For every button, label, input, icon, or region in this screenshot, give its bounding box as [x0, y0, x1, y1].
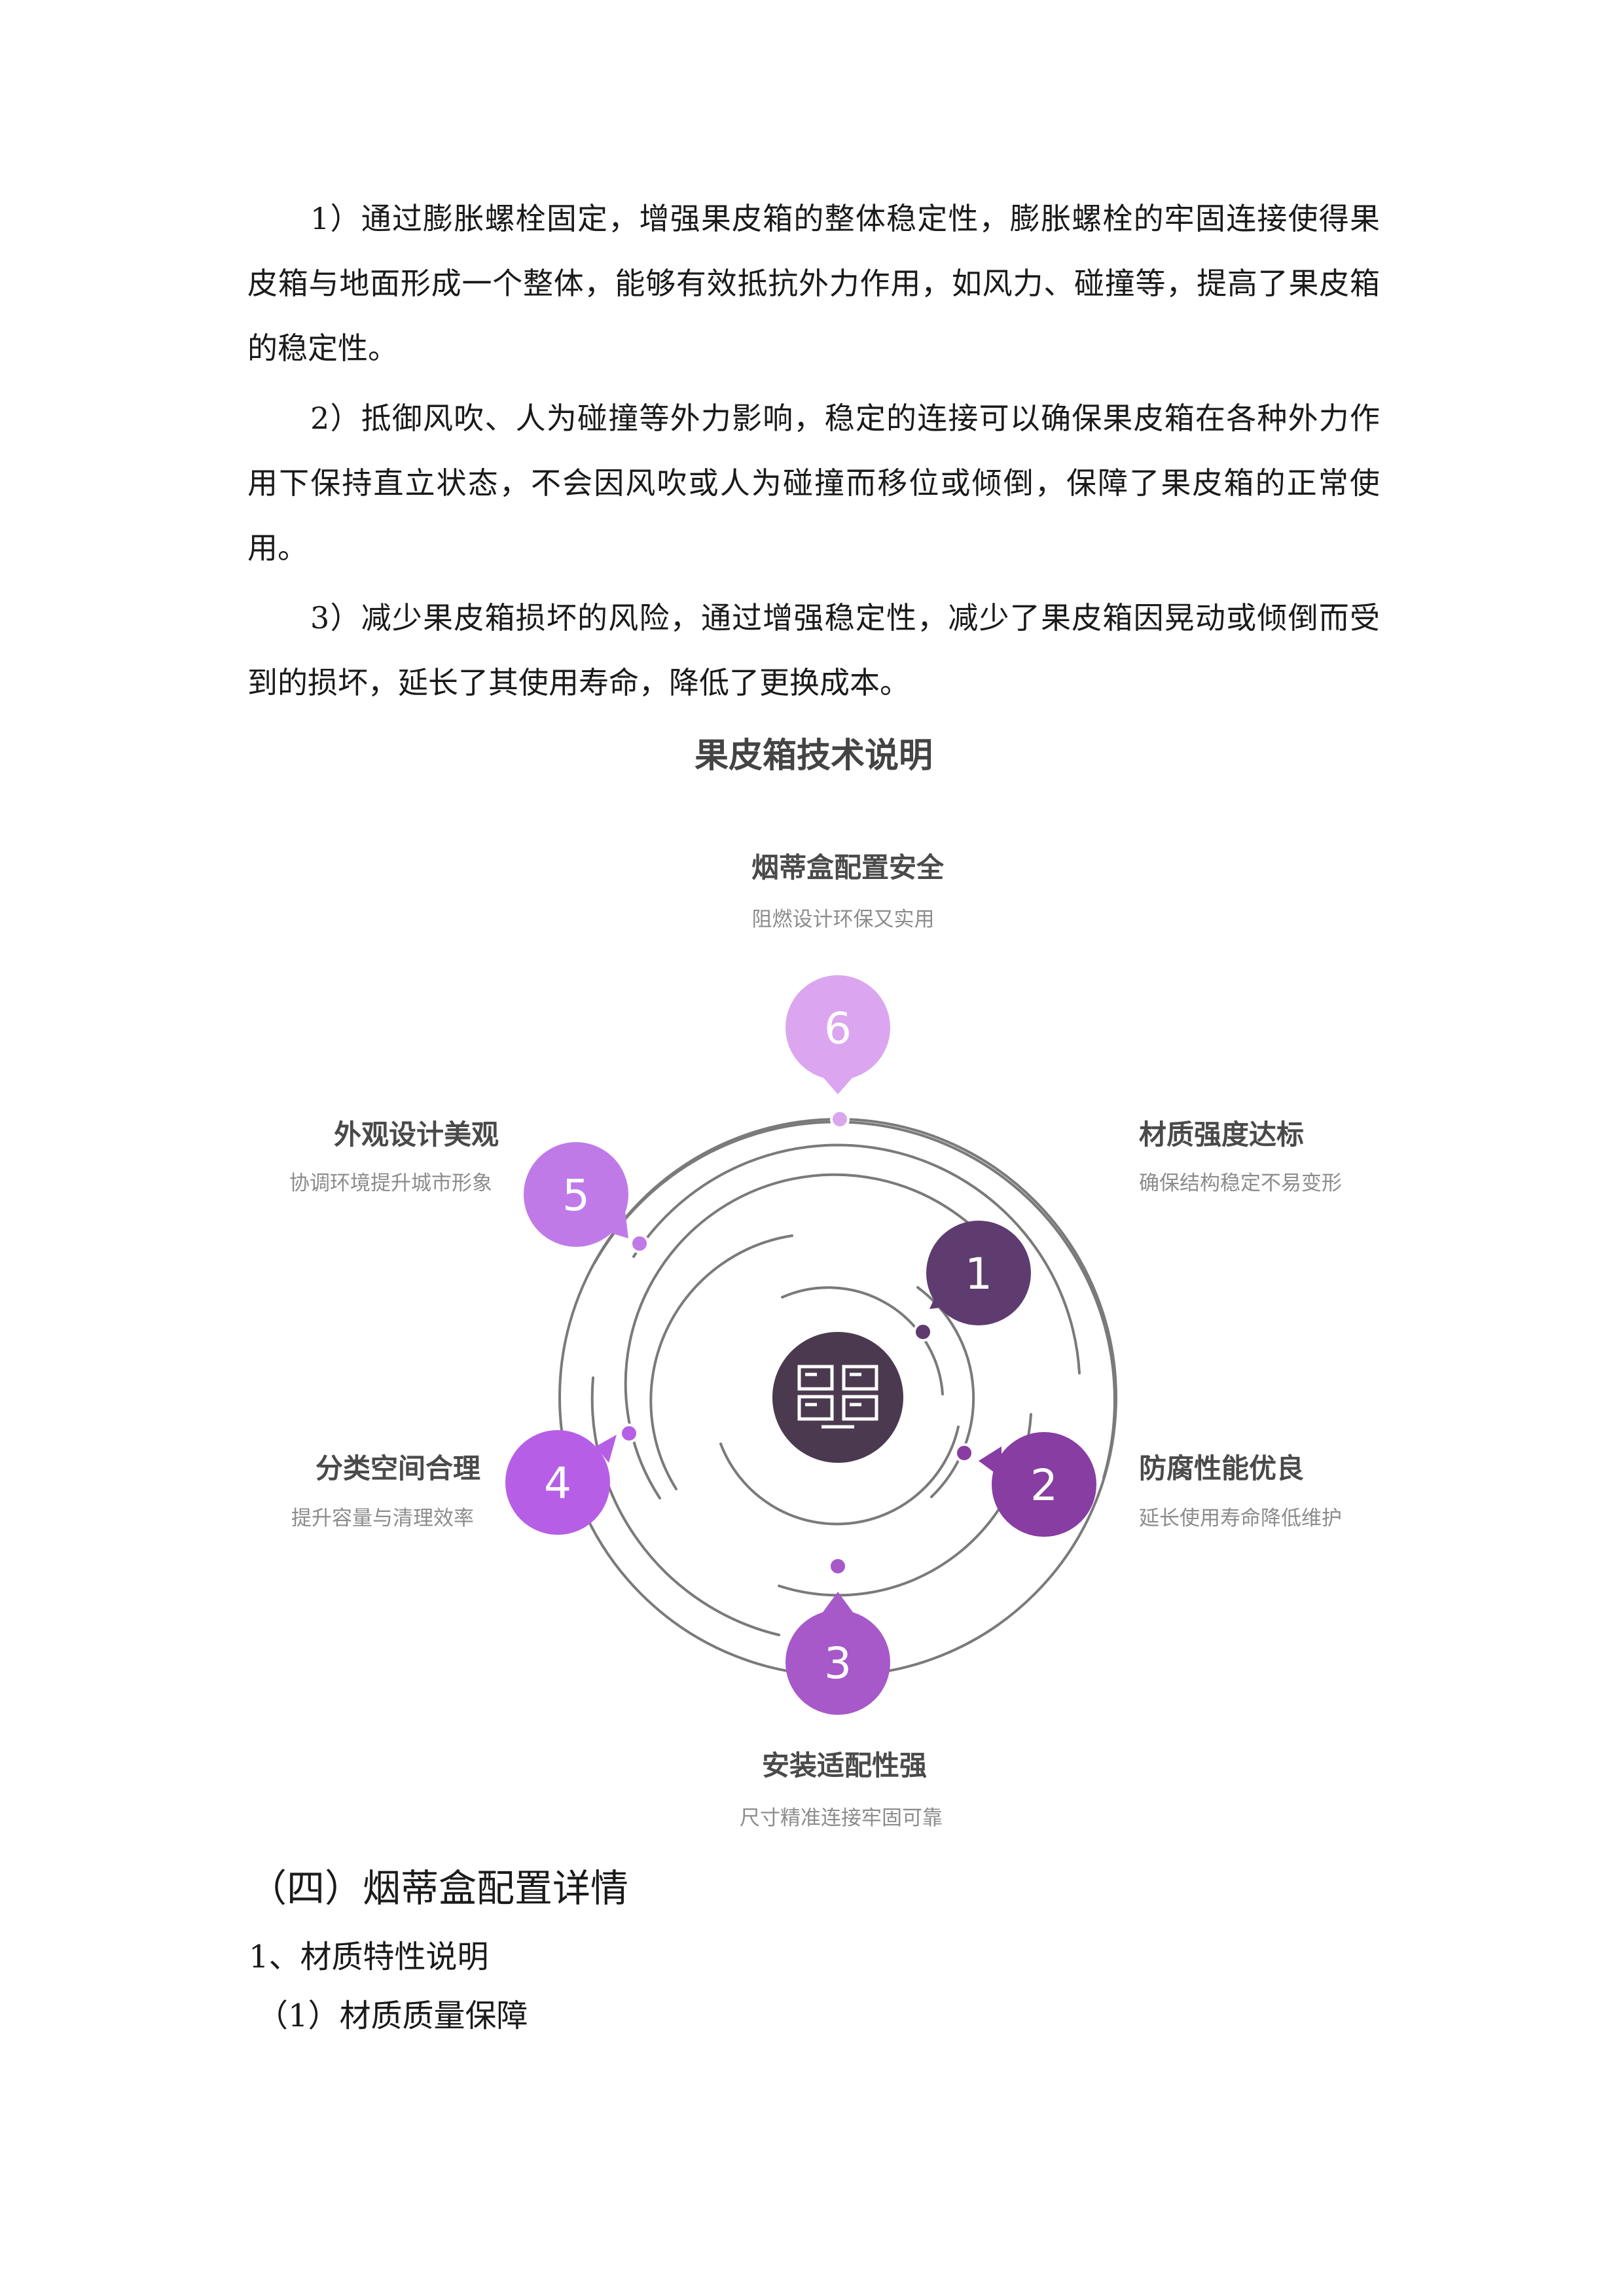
orbit-dots — [619, 1109, 974, 1576]
item-6-title: 烟蒂盒配置安全 — [751, 852, 945, 884]
item-5-desc: 协调环境提升城市形象 — [289, 1172, 492, 1195]
orbit-arc — [624, 1173, 1011, 1499]
orbit-arc — [719, 1426, 960, 1526]
dot-2 — [954, 1443, 974, 1463]
orbit-arc — [649, 1234, 793, 1490]
bubble-2-pointer — [979, 1446, 1001, 1478]
bubble-1-circle — [926, 1221, 1031, 1325]
section-subtitle: 1、材质特性说明 — [249, 1939, 489, 1975]
bubble-5-circle — [524, 1142, 628, 1247]
orbit-arc — [593, 1121, 1116, 1479]
orbit-arc — [632, 1143, 1081, 1374]
item-4-desc: 提升容量与清理效率 — [291, 1507, 474, 1530]
item-4-title: 分类空间合理 — [316, 1452, 480, 1484]
bubble-3: 3 — [785, 1592, 890, 1715]
center-hub — [772, 1332, 903, 1463]
bubble-6-circle — [785, 975, 890, 1080]
orbit-arc — [916, 1286, 975, 1498]
dot-6 — [830, 1109, 850, 1129]
bubble-4-pointer — [596, 1435, 617, 1463]
bubble-2-number: 2 — [1030, 1460, 1058, 1511]
bubble-2: 2 — [979, 1432, 1096, 1537]
bubble-5-number: 5 — [562, 1170, 590, 1221]
dot-3 — [828, 1556, 848, 1576]
item-3-title: 安装适配性强 — [762, 1749, 927, 1782]
paragraph-1: 1）通过膨胀螺栓固定，增强果皮箱的整体稳定性，膨胀螺栓的牢固连接使得果皮箱与地面… — [247, 201, 1380, 366]
paragraph-3: 3）减少果皮箱损坏的风险，通过增强稳定性，减少了果皮箱因晃动或倾倒而受到的损坏，… — [247, 600, 1380, 700]
bubble-4-number: 4 — [544, 1458, 571, 1509]
storage-cabinet-icon — [797, 1365, 878, 1429]
bubble-3-circle — [785, 1610, 890, 1715]
bubble-6-pointer — [820, 1073, 856, 1094]
bubble-4-circle — [505, 1430, 610, 1535]
bubble-1-number: 1 — [965, 1249, 992, 1299]
orbit-arc — [781, 1286, 944, 1395]
paragraph-2: 2）抵御风吹、人为碰撞等外力影响，稳定的连接可以确保果皮箱在各种外力作用下保持直… — [247, 401, 1380, 565]
bubble-1: 1 — [926, 1221, 1031, 1325]
item-6-desc: 阻燃设计环保又实用 — [752, 908, 935, 931]
bubble-5: 5 — [524, 1142, 628, 1247]
dot-5 — [630, 1234, 649, 1253]
bubble-2-circle — [992, 1432, 1096, 1537]
bubble-3-pointer — [820, 1592, 856, 1617]
item-2-title: 防腐性能优良 — [1139, 1452, 1304, 1484]
item-1-desc: 确保结构稳定不易变形 — [1139, 1172, 1342, 1195]
tech-diagram: 果皮箱技术说明 6 — [289, 736, 1342, 1830]
dot-1 — [913, 1322, 933, 1342]
bubble-3-number: 3 — [824, 1638, 852, 1689]
item-5-title: 外观设计美观 — [334, 1119, 499, 1151]
bubble-5-pointer — [602, 1211, 628, 1238]
section-subsubtitle: （1）材质质量保障 — [257, 1998, 528, 2034]
bubble-4: 4 — [505, 1430, 617, 1535]
bubble-1-pointer — [929, 1283, 956, 1309]
bubble-6-number: 6 — [824, 1003, 852, 1054]
dot-4 — [619, 1424, 639, 1443]
bubble-6: 6 — [785, 975, 890, 1094]
item-3-desc: 尺寸精准连接牢固可靠 — [740, 1806, 943, 1830]
item-2-desc: 延长使用寿命降低维护 — [1139, 1507, 1342, 1530]
section-title: （四）烟蒂盒配置详情 — [249, 1866, 629, 1910]
orbit-arc — [590, 1376, 780, 1636]
item-1-title: 材质强度达标 — [1139, 1119, 1304, 1151]
diagram-title: 果皮箱技术说明 — [695, 736, 933, 776]
